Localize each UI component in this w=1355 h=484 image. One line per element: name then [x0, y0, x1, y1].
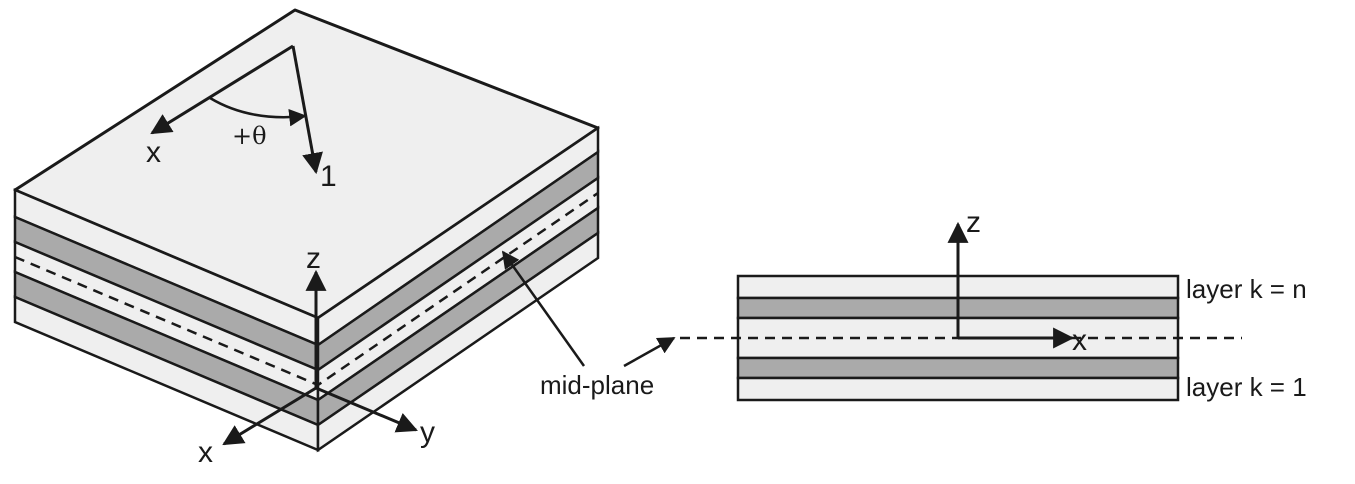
layer-top-label: layer k = n [1186, 274, 1307, 304]
laminate-left-face [13, 188, 320, 452]
y-axis-label: y [420, 416, 435, 449]
section-layer-1 [736, 376, 1180, 402]
callout-arrow-left [501, 250, 586, 367]
angle-label: +θ [232, 122, 267, 150]
x-axis-arrow [222, 386, 317, 446]
top-x-axis-arrow [150, 44, 294, 135]
top-x-label: x [146, 136, 161, 169]
mid-plane-line-3d [14, 191, 599, 387]
top-face-axes: x 1 +θ [146, 44, 337, 193]
front-axes: z y x [198, 242, 435, 469]
x-axis-label: x [198, 436, 213, 469]
section-z-label: z [966, 206, 981, 239]
laminate-3d: x 1 +θ z y x [13, 8, 600, 469]
z-axis-label: z [306, 242, 321, 275]
angle-arc [209, 96, 307, 127]
callout-arrow-right [623, 336, 676, 368]
section-layer-2 [736, 356, 1180, 380]
mid-plane-label: mid-plane [540, 370, 654, 400]
y-axis-arrow [315, 386, 418, 433]
fiber-direction-arrow [291, 45, 323, 175]
mid-plane-callout: mid-plane [501, 250, 676, 400]
layer-bottom-label: layer k = 1 [1186, 372, 1307, 402]
laminate-cross-section: z x layer k = n layer k = 1 [680, 206, 1307, 402]
section-x-label: x [1072, 324, 1087, 357]
fiber-label: 1 [320, 160, 337, 193]
